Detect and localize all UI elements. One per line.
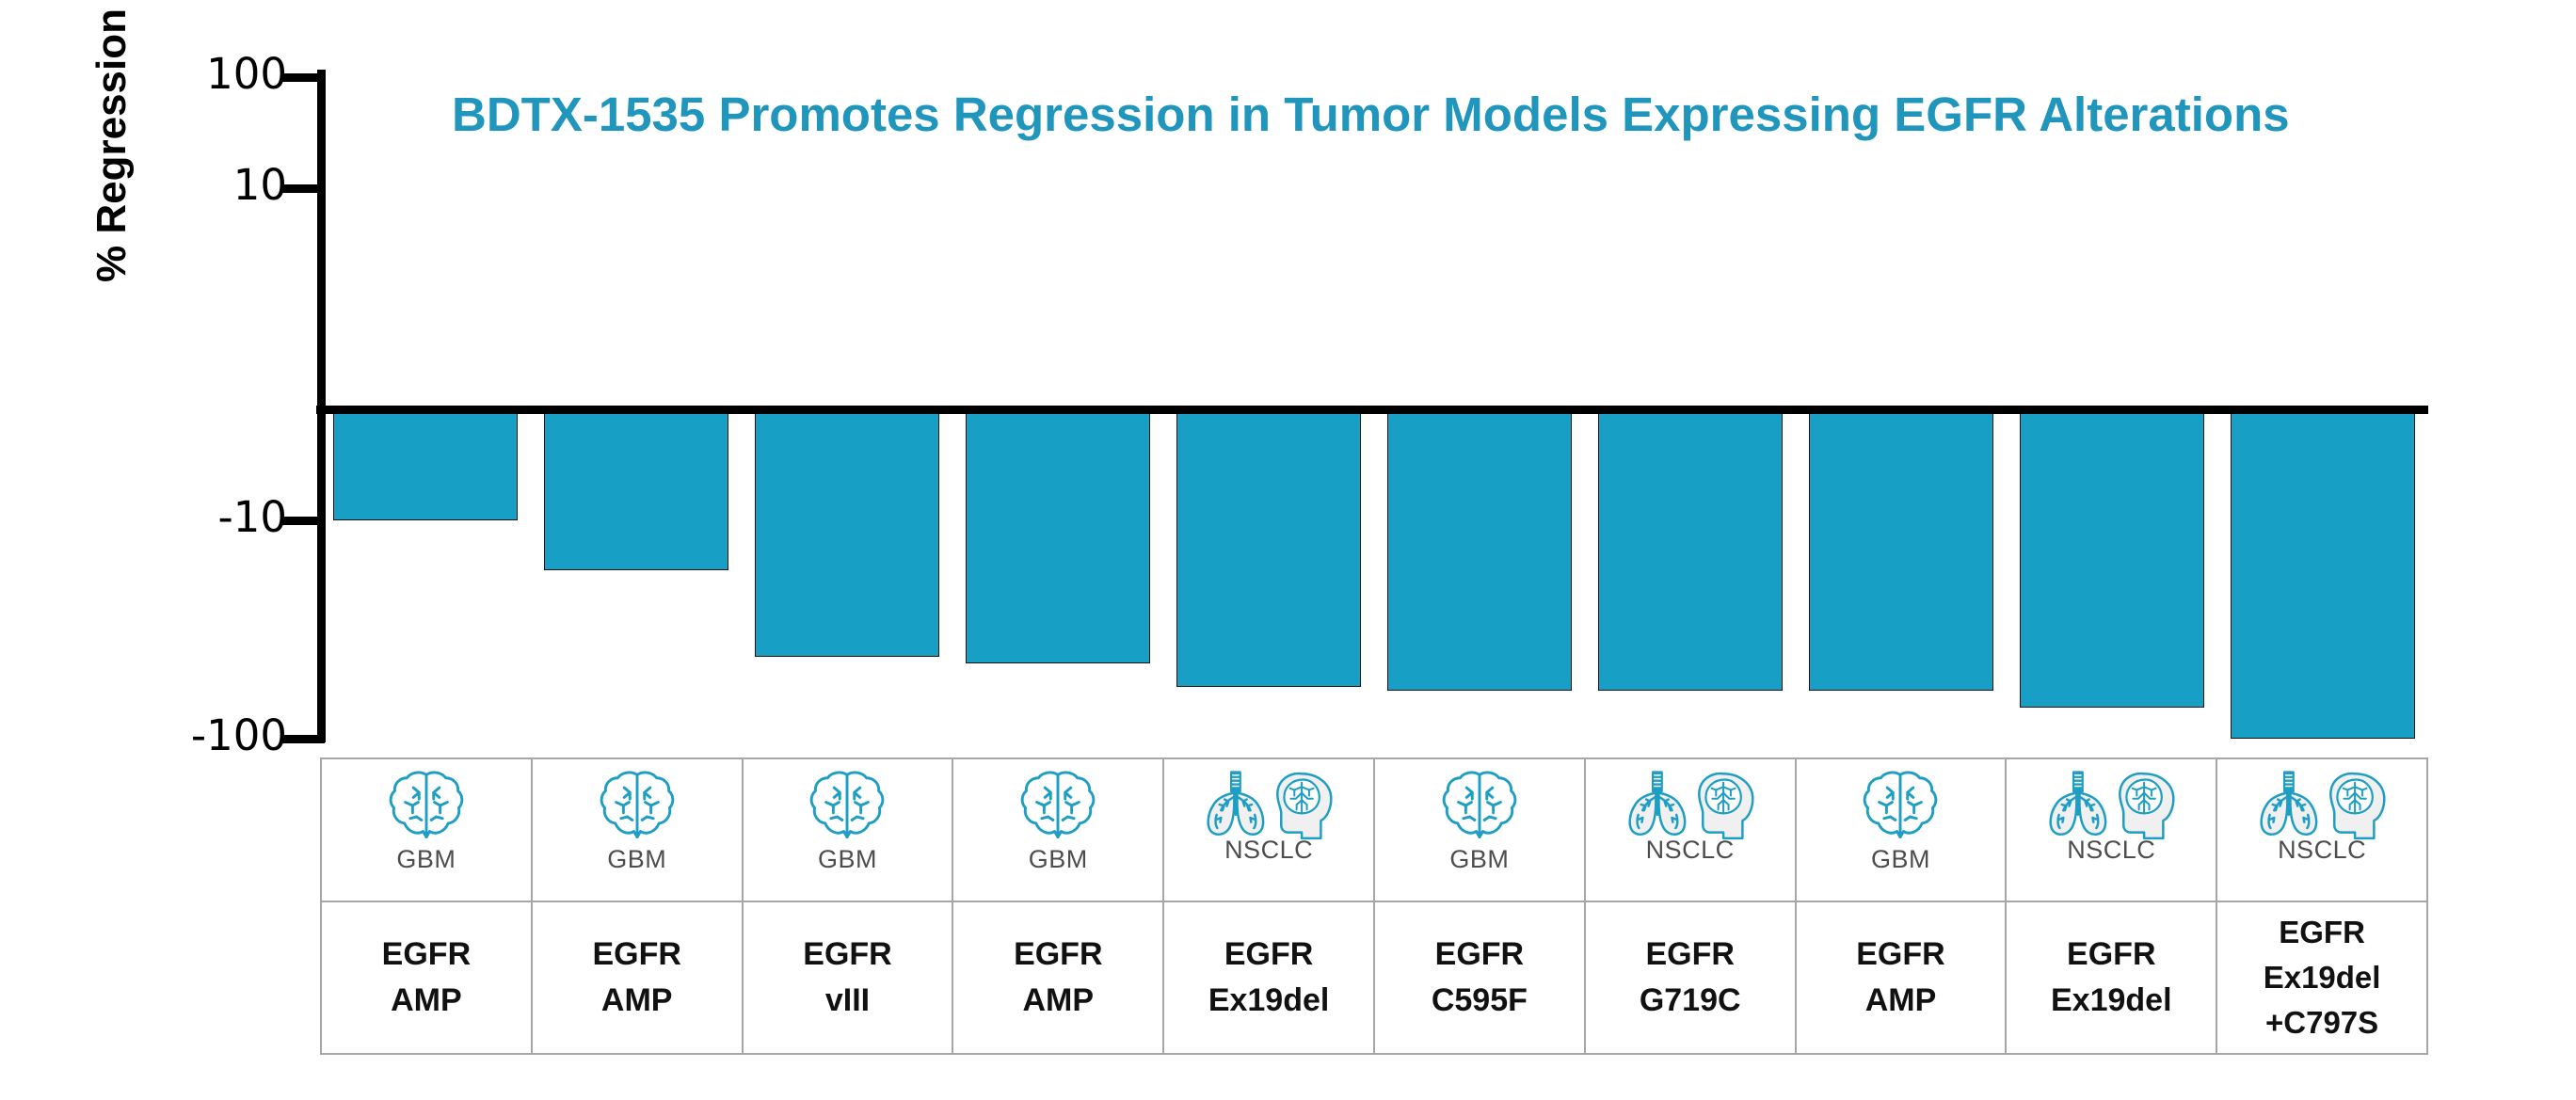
y-tick-mark (281, 184, 325, 193)
y-tick-label-neg100: -100 (190, 710, 287, 760)
brain-icon (1439, 768, 1520, 843)
bar-3 (755, 409, 939, 657)
tumor-type-cell: NSCLC (2005, 757, 2218, 902)
alteration-line: Ex19del (2263, 960, 2381, 996)
bar-10 (2231, 409, 2415, 739)
table-row-alteration: EGFR AMP EGFR AMP EGFR vIII EGFR AMP EGFR Ex19del… (320, 901, 2428, 1055)
alteration-cell: EGFR Ex19del +C797S (2216, 901, 2428, 1055)
brain-icon (597, 768, 678, 843)
alteration-cell: EGFR Ex19del (1162, 901, 1375, 1055)
alteration-cell: EGFR AMP (1794, 901, 2008, 1055)
bar-4 (966, 409, 1150, 663)
tumor-type-label: NSCLC (1224, 836, 1314, 864)
y-axis-ticks: 100 10 -10 -100 (165, 0, 287, 1100)
tumor-type-cell: GBM (320, 757, 533, 902)
lung-head-icon (2040, 768, 2182, 841)
alteration-line: AMP (600, 982, 673, 1018)
alteration-line: Ex19del (2051, 982, 2172, 1018)
bar-9 (2020, 409, 2204, 708)
bar-5 (1176, 409, 1361, 688)
tumor-type-label: GBM (607, 845, 667, 873)
alteration-line: EGFR (803, 935, 892, 972)
brain-icon (807, 768, 888, 843)
alteration-line: +C797S (2264, 1004, 2379, 1040)
tumor-type-cell: GBM (952, 757, 1165, 902)
tumor-type-label: GBM (1870, 845, 1930, 873)
alteration-line: EGFR (2279, 915, 2365, 950)
alteration-line: EGFR (1224, 935, 1314, 972)
alteration-line: EGFR (1856, 935, 1945, 972)
y-tick-mark (281, 73, 325, 82)
brain-icon (1860, 768, 1941, 843)
alteration-cell: EGFR AMP (530, 901, 744, 1055)
tumor-type-label: GBM (396, 845, 456, 873)
tumor-type-label: GBM (1028, 845, 1088, 873)
tumor-type-cell: GBM (530, 757, 744, 902)
y-tick-mark (281, 517, 325, 525)
tumor-model-table: GBM GBM GBM GBM (320, 757, 2428, 1055)
alteration-cell: EGFR G719C (1583, 901, 1797, 1055)
zero-baseline (316, 406, 2428, 414)
tumor-type-label: GBM (1449, 845, 1510, 873)
tumor-type-cell: GBM (1372, 757, 1586, 902)
alteration-cell: EGFR vIII (741, 901, 954, 1055)
tumor-type-cell: NSCLC (1162, 757, 1375, 902)
tumor-type-label: NSCLC (2067, 836, 2156, 864)
alteration-line: C595F (1431, 982, 1528, 1018)
lung-head-icon (1198, 768, 1339, 841)
bar-6 (1387, 409, 1572, 691)
tumor-type-cell: NSCLC (1583, 757, 1797, 902)
bar-7 (1598, 409, 1783, 691)
tumor-type-label: GBM (817, 845, 877, 873)
alteration-line: EGFR (2067, 935, 2156, 972)
bar-1 (333, 409, 518, 520)
alteration-line: EGFR (381, 935, 472, 972)
y-tick-label-10: 10 (232, 160, 287, 210)
lung-head-icon (2251, 768, 2392, 841)
alteration-line: Ex19del (1208, 982, 1330, 1018)
bar-8 (1809, 409, 1993, 691)
tumor-type-label: NSCLC (1645, 836, 1735, 864)
alteration-line: EGFR (592, 935, 681, 972)
alteration-cell: EGFR AMP (952, 901, 1165, 1055)
y-axis-label: % Regression (88, 8, 135, 282)
alteration-line: AMP (1022, 982, 1095, 1018)
alteration-line: EGFR (1014, 935, 1103, 972)
bar-2 (544, 409, 728, 571)
alteration-cell: EGFR AMP (320, 901, 533, 1055)
y-tick-label-neg10: -10 (217, 492, 288, 542)
alteration-line: G719C (1639, 982, 1741, 1018)
alteration-line: AMP (391, 982, 462, 1018)
alteration-cell: EGFR Ex19del (2005, 901, 2218, 1055)
alteration-line: EGFR (1434, 935, 1525, 972)
alteration-line: AMP (1864, 982, 1937, 1018)
page-title: BDTX-1535 Promotes Regression in Tumor M… (452, 88, 2290, 141)
table-row-tumor-type: GBM GBM GBM GBM (320, 757, 2428, 902)
tumor-type-cell: GBM (741, 757, 954, 902)
y-tick-label-100: 100 (206, 49, 287, 99)
alteration-line: EGFR (1645, 935, 1735, 972)
tumor-type-label: NSCLC (2278, 836, 2367, 864)
tumor-type-cell: NSCLC (2216, 757, 2428, 902)
y-tick-mark (281, 735, 325, 743)
lung-head-icon (1620, 768, 1761, 841)
tumor-type-cell: GBM (1794, 757, 2008, 902)
brain-icon (1017, 768, 1098, 843)
brain-icon (386, 768, 467, 843)
plot-area (316, 0, 2428, 753)
alteration-line: vIII (824, 982, 871, 1018)
alteration-cell: EGFR C595F (1372, 901, 1586, 1055)
